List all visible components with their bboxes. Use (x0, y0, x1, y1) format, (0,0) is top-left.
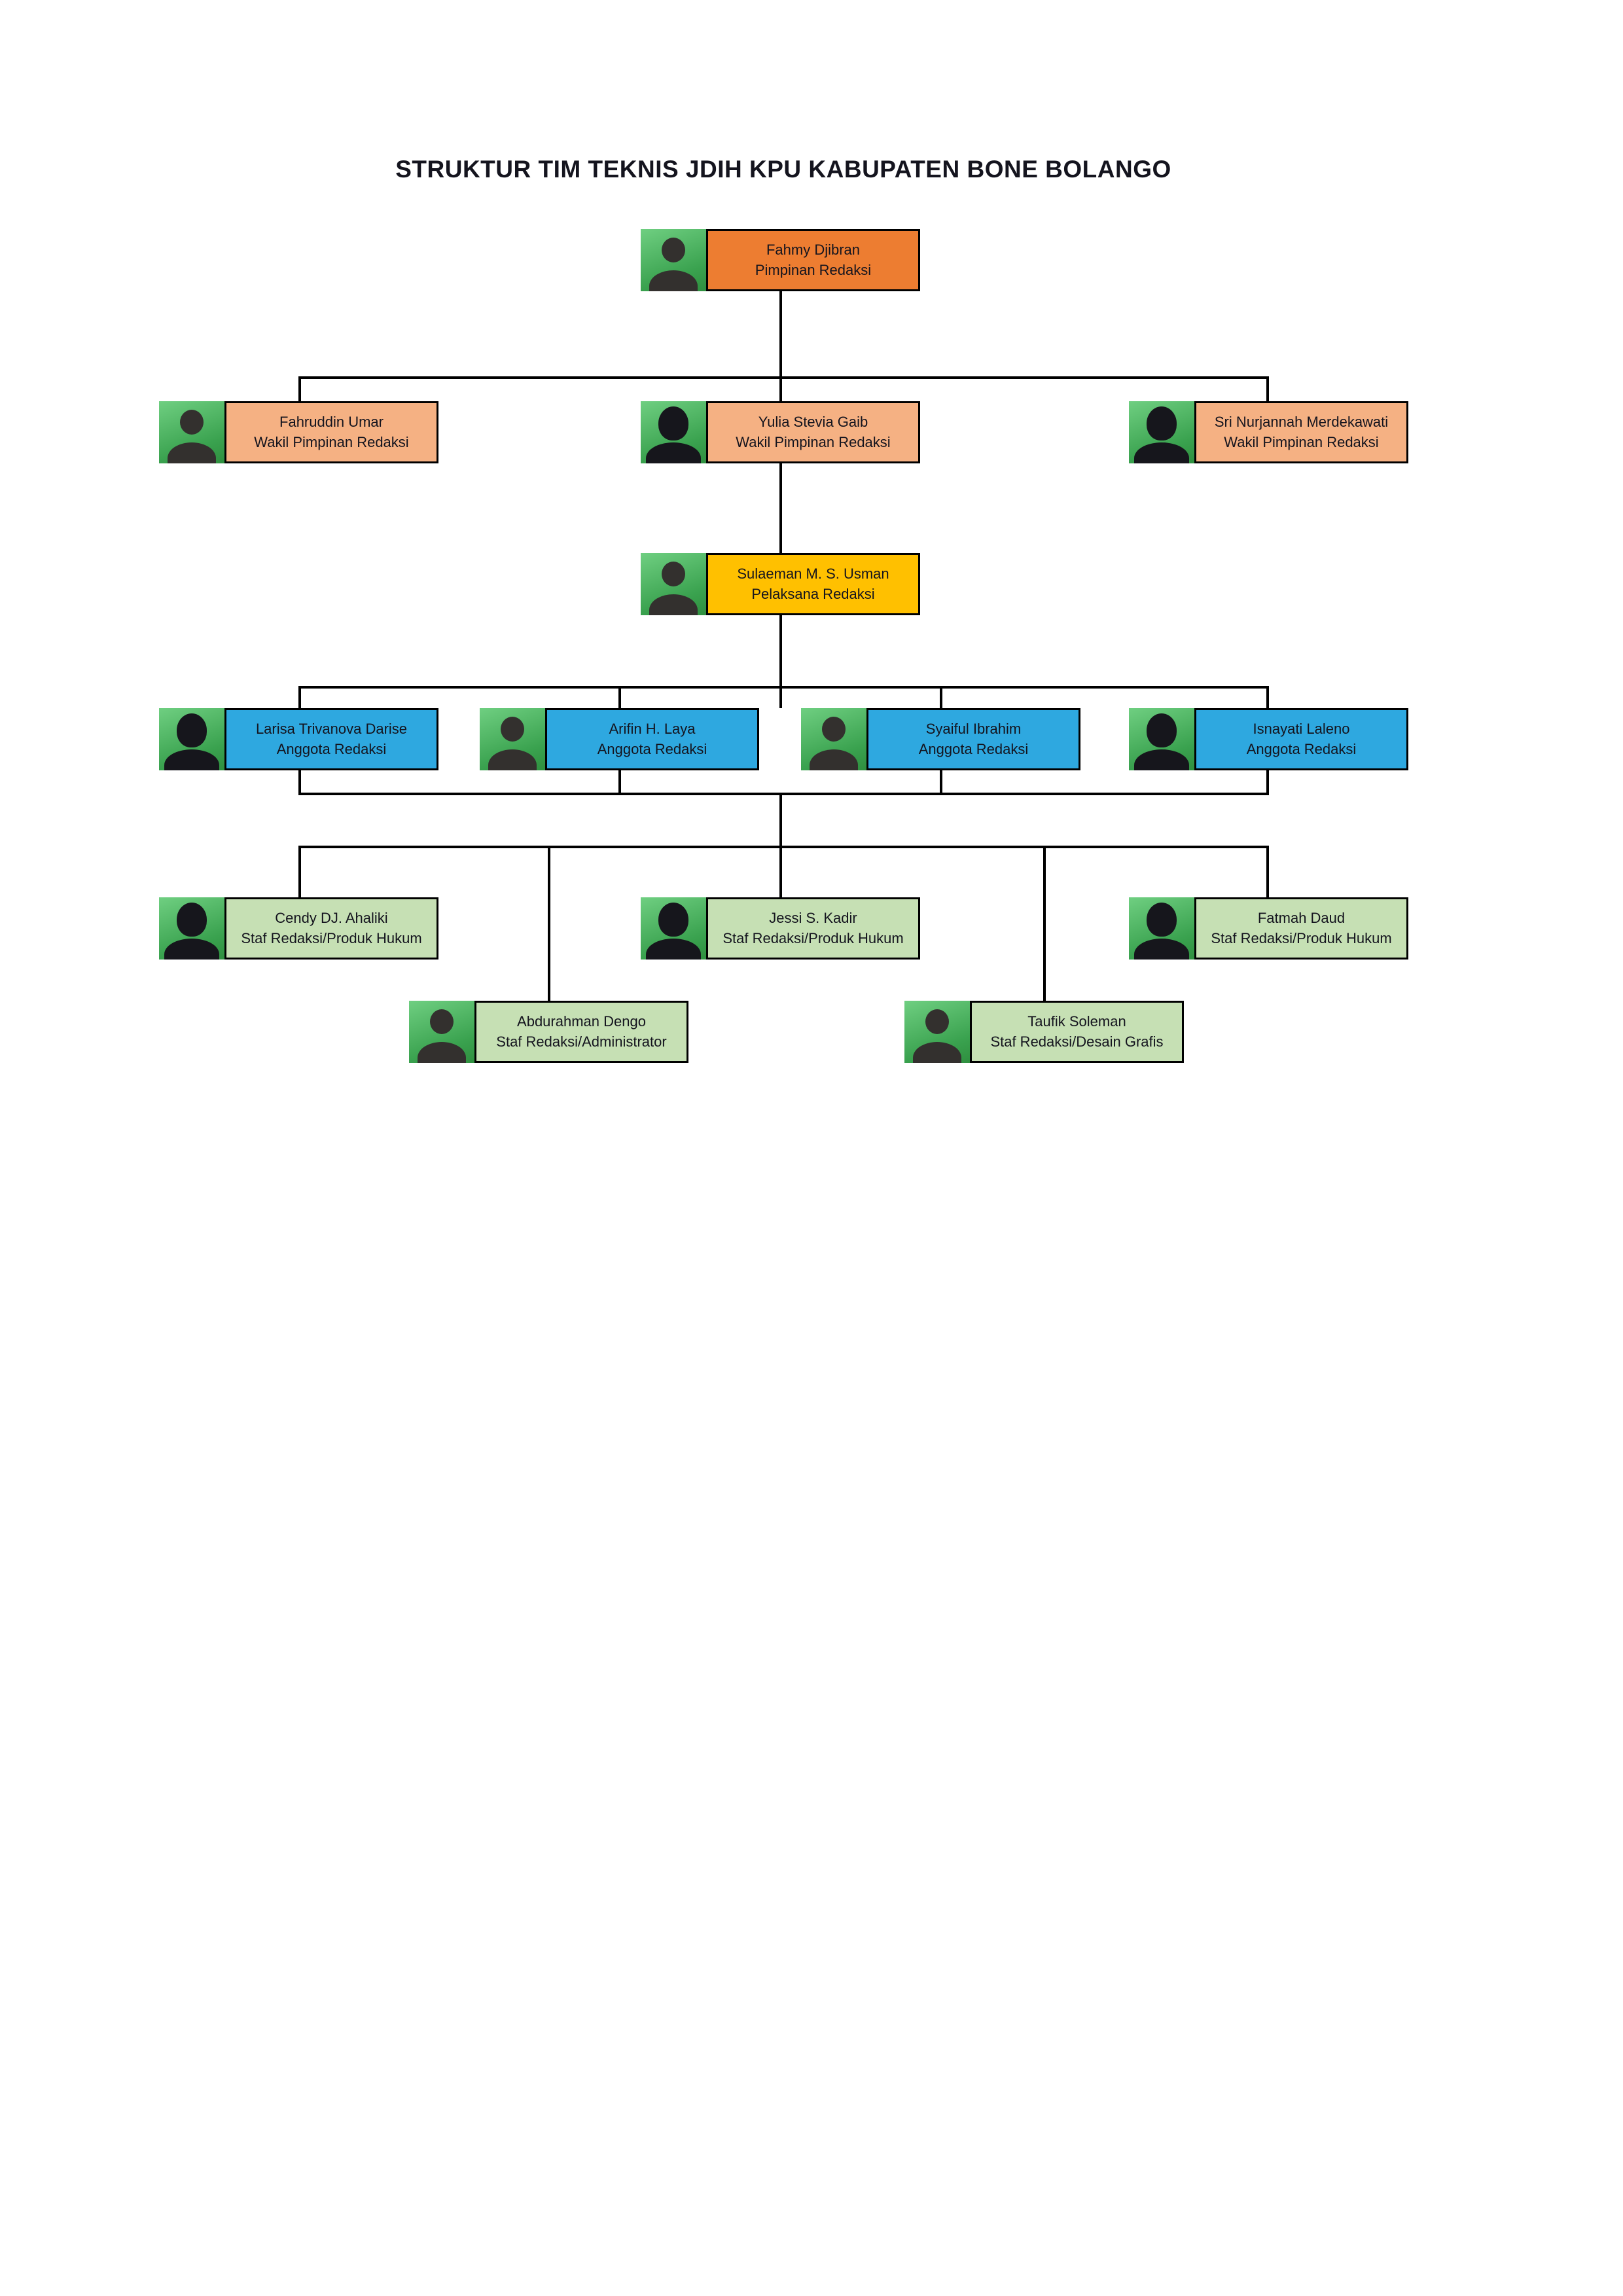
person-role: Staf Redaksi/Produk Hukum (1211, 930, 1392, 946)
org-node-wakil-3: Sri Nurjannah Merdekawati Wakil Pimpinan… (1129, 401, 1408, 463)
connector-line (618, 686, 621, 708)
person-name: Jessi S. Kadir (769, 910, 857, 926)
node-label: Fahruddin Umar Wakil Pimpinan Redaksi (224, 401, 438, 463)
org-node-anggota-3: Syaiful Ibrahim Anggota Redaksi (801, 708, 1080, 770)
org-node-staf-4: Abdurahman Dengo Staf Redaksi/Administra… (409, 1001, 688, 1063)
person-name: Abdurahman Dengo (517, 1013, 646, 1030)
node-label: Sri Nurjannah Merdekawati Wakil Pimpinan… (1194, 401, 1408, 463)
person-role: Pimpinan Redaksi (755, 262, 872, 278)
portrait-photo (904, 1001, 970, 1063)
connector-line (298, 686, 301, 708)
person-name: Arifin H. Laya (609, 721, 696, 737)
person-name: Fatmah Daud (1257, 910, 1346, 926)
person-name: Yulia Stevia Gaib (758, 414, 868, 430)
connector-line (298, 770, 301, 795)
connector-line (1266, 846, 1269, 897)
org-node-anggota-4: Isnayati Laleno Anggota Redaksi (1129, 708, 1408, 770)
connector-line (548, 846, 550, 1001)
portrait-photo (159, 401, 224, 463)
org-node-staf-2: Jessi S. Kadir Staf Redaksi/Produk Hukum (641, 897, 920, 960)
org-node-wakil-2: Yulia Stevia Gaib Wakil Pimpinan Redaksi (641, 401, 920, 463)
person-name: Cendy DJ. Ahaliki (275, 910, 388, 926)
portrait-photo (641, 401, 706, 463)
person-name: Taufik Soleman (1027, 1013, 1126, 1030)
org-node-staf-1: Cendy DJ. Ahaliki Staf Redaksi/Produk Hu… (159, 897, 438, 960)
page-title: STRUKTUR TIM TEKNIS JDIH KPU KABUPATEN B… (395, 156, 1171, 183)
connector-line (298, 846, 1269, 848)
connector-line (779, 793, 782, 848)
node-label: Arifin H. Laya Anggota Redaksi (545, 708, 759, 770)
org-node-staf-5: Taufik Soleman Staf Redaksi/Desain Grafi… (904, 1001, 1184, 1063)
connector-line (1266, 686, 1269, 708)
node-label: Sulaeman M. S. Usman Pelaksana Redaksi (706, 553, 920, 615)
portrait-photo (1129, 708, 1194, 770)
org-node-wakil-1: Fahruddin Umar Wakil Pimpinan Redaksi (159, 401, 438, 463)
node-label: Cendy DJ. Ahaliki Staf Redaksi/Produk Hu… (224, 897, 438, 960)
portrait-photo (641, 897, 706, 960)
connector-line (779, 463, 782, 553)
org-node-staf-3: Fatmah Daud Staf Redaksi/Produk Hukum (1129, 897, 1408, 960)
person-role: Wakil Pimpinan Redaksi (1224, 434, 1379, 450)
person-role: Anggota Redaksi (1246, 741, 1357, 757)
portrait-photo (159, 708, 224, 770)
portrait-photo (1129, 897, 1194, 960)
connector-line (1266, 376, 1269, 401)
connector-line (298, 376, 1269, 379)
person-role: Staf Redaksi/Administrator (496, 1033, 667, 1050)
connector-line (940, 686, 942, 708)
org-node-anggota-1: Larisa Trivanova Darise Anggota Redaksi (159, 708, 438, 770)
person-name: Isnayati Laleno (1253, 721, 1350, 737)
node-label: Jessi S. Kadir Staf Redaksi/Produk Hukum (706, 897, 920, 960)
node-label: Yulia Stevia Gaib Wakil Pimpinan Redaksi (706, 401, 920, 463)
person-name: Sulaeman M. S. Usman (737, 565, 889, 582)
connector-line (298, 846, 301, 897)
node-label: Isnayati Laleno Anggota Redaksi (1194, 708, 1408, 770)
portrait-photo (480, 708, 545, 770)
node-label: Larisa Trivanova Darise Anggota Redaksi (224, 708, 438, 770)
portrait-photo (409, 1001, 474, 1063)
connector-line (618, 770, 621, 795)
org-node-pelaksana-redaksi: Sulaeman M. S. Usman Pelaksana Redaksi (641, 553, 920, 615)
person-name: Sri Nurjannah Merdekawati (1214, 414, 1389, 430)
connector-line (779, 291, 782, 401)
person-role: Anggota Redaksi (918, 741, 1029, 757)
person-name: Fahruddin Umar (279, 414, 383, 430)
org-node-anggota-2: Arifin H. Laya Anggota Redaksi (480, 708, 759, 770)
person-role: Staf Redaksi/Produk Hukum (722, 930, 904, 946)
connector-line (1043, 846, 1046, 1001)
portrait-photo (159, 897, 224, 960)
portrait-photo (1129, 401, 1194, 463)
person-name: Fahmy Djibran (766, 242, 861, 258)
node-label: Syaiful Ibrahim Anggota Redaksi (866, 708, 1080, 770)
person-role: Staf Redaksi/Produk Hukum (241, 930, 422, 946)
portrait-photo (641, 553, 706, 615)
person-role: Wakil Pimpinan Redaksi (736, 434, 891, 450)
node-label: Fahmy Djibran Pimpinan Redaksi (706, 229, 920, 291)
connector-line (298, 686, 1269, 689)
person-role: Staf Redaksi/Desain Grafis (990, 1033, 1164, 1050)
node-label: Taufik Soleman Staf Redaksi/Desain Grafi… (970, 1001, 1184, 1063)
connector-line (940, 770, 942, 795)
person-name: Syaiful Ibrahim (925, 721, 1022, 737)
person-role: Anggota Redaksi (276, 741, 387, 757)
connector-line (298, 793, 1269, 795)
connector-line (1266, 770, 1269, 795)
connector-line (298, 376, 301, 401)
node-label: Fatmah Daud Staf Redaksi/Produk Hukum (1194, 897, 1408, 960)
node-label: Abdurahman Dengo Staf Redaksi/Administra… (474, 1001, 688, 1063)
person-role: Anggota Redaksi (597, 741, 707, 757)
org-node-pimpinan-redaksi: Fahmy Djibran Pimpinan Redaksi (641, 229, 920, 291)
connector-line (779, 846, 782, 897)
connector-line (779, 615, 782, 708)
portrait-photo (801, 708, 866, 770)
person-role: Wakil Pimpinan Redaksi (254, 434, 409, 450)
person-role: Pelaksana Redaksi (751, 586, 875, 602)
portrait-photo (641, 229, 706, 291)
person-name: Larisa Trivanova Darise (255, 721, 408, 737)
